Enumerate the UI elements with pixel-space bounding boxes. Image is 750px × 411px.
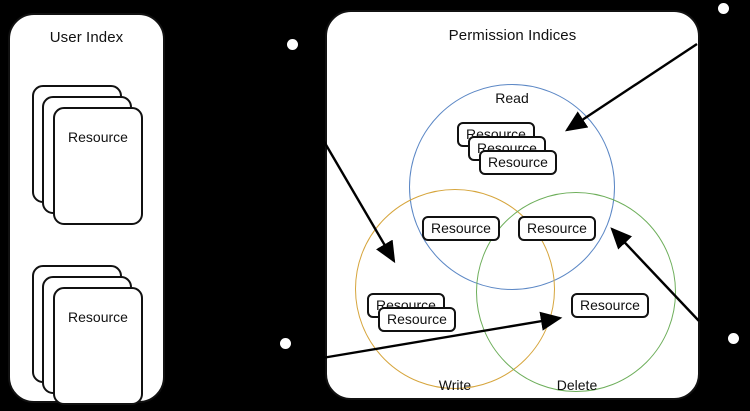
permission-indices-panel: Permission Indices Read Write Delete Res… — [325, 10, 700, 400]
write-resource-chip-2[interactable]: Resource — [378, 307, 456, 332]
delete-resource-chip[interactable]: Resource — [571, 293, 649, 318]
user-index-resource-stack-1[interactable]: Resource — [32, 85, 143, 225]
dot-top-right — [718, 3, 729, 14]
write-circle-label: Write — [438, 377, 472, 393]
read-delete-resource-chip[interactable]: Resource — [518, 216, 596, 241]
user-index-title: User Index — [49, 29, 124, 46]
dot-bottom-left — [280, 338, 291, 349]
user-index-panel: User Index Resource Resource — [8, 13, 165, 405]
read-write-resource-chip[interactable]: Resource — [422, 216, 500, 241]
resource-card: Resource — [53, 107, 143, 225]
resource-card-label: Resource — [68, 309, 128, 325]
delete-circle-label: Delete — [556, 377, 598, 393]
resource-card: Resource — [53, 287, 143, 405]
permission-indices-title: Permission Indices — [448, 27, 577, 44]
read-circle-label: Read — [495, 90, 529, 106]
resource-card-label: Resource — [68, 129, 128, 145]
dot-top-left — [287, 39, 298, 50]
dot-bottom-right — [728, 333, 739, 344]
user-index-resource-stack-2[interactable]: Resource — [32, 265, 143, 405]
read-resource-chip-3[interactable]: Resource — [479, 150, 557, 175]
